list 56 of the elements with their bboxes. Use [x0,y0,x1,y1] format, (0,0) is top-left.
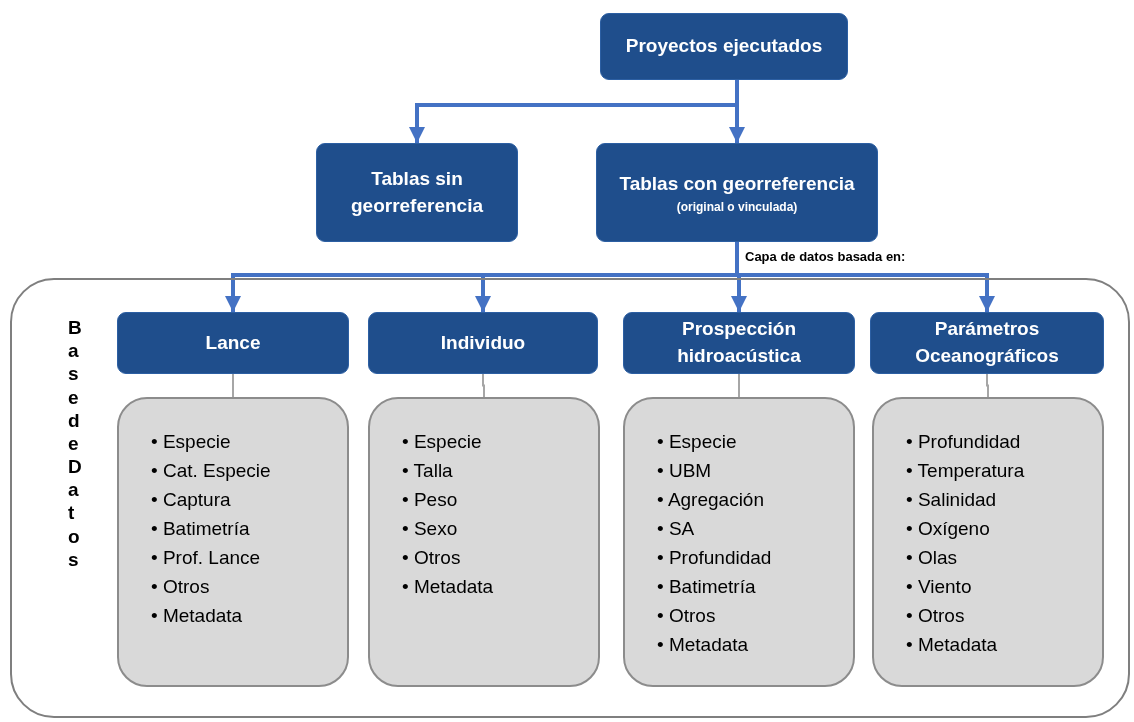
list-item: • Prof. Lance [151,546,262,570]
category-box [316,143,518,242]
list-item: • Captura [151,488,232,512]
list-item: • Salinidad [906,488,998,512]
list-item: • Metadata [657,633,750,657]
box-title: Prospección hidroacústica [676,317,802,368]
box-title: Individuo [440,330,526,355]
connector-line [482,373,485,398]
list-item: • Sexo [402,517,459,541]
category-box [870,312,1104,374]
connector-line [738,373,740,398]
list-item: • Otros [657,604,717,628]
list-item: • Metadata [906,633,999,657]
list-panel [368,397,600,687]
list-item: • Agregación [657,488,765,512]
category-box [368,312,598,374]
database-panel [10,278,1130,718]
box-title: Tablas sin georreferencia [350,166,484,218]
box-title: Tablas con georreferencia [619,171,855,196]
list-item: • Cat. Especie [151,459,272,483]
vertical-title: Base de Datos [68,316,87,571]
arrow [729,80,745,143]
connector-line [232,373,234,398]
list-item: • SA [657,517,696,541]
box-title: Proyectos ejecutados [625,34,823,59]
list-item: • Metadata [402,575,495,599]
list-item: • Especie [151,430,232,454]
list-item: • Viento [906,575,973,599]
list-item: • Especie [402,430,483,454]
list-item: • Otros [402,546,462,570]
list-item: • Olas [906,546,958,570]
box-title: Lance [205,330,261,355]
list-item: • Talla [402,459,454,483]
list-panel [623,397,855,687]
connector-line [986,373,989,398]
list-item: • Batimetría [657,575,757,599]
list-panel [872,397,1104,687]
list-item: • Otros [151,575,211,599]
list-item: • Profundidad [906,430,1022,454]
category-box [623,312,855,374]
list-item: • Oxígeno [906,517,991,541]
list-panel [117,397,349,687]
list-item: • Especie [657,430,738,454]
list-item: • Profundidad [657,546,773,570]
list-item: • Batimetría [151,517,251,541]
category-box [117,312,349,374]
box-title: Parámetros Oceanográficos [914,317,1060,368]
list-item: • Metadata [151,604,244,628]
note-text: Capa de datos basada en: [745,249,906,264]
category-box [596,143,878,242]
list-item: • UBM [657,459,713,483]
list-item: • Peso [402,488,459,512]
list-item: • Temperatura [906,459,1026,483]
category-box [600,13,848,80]
box-note: (original o vinculada) [676,200,798,215]
list-item: • Otros [906,604,966,628]
